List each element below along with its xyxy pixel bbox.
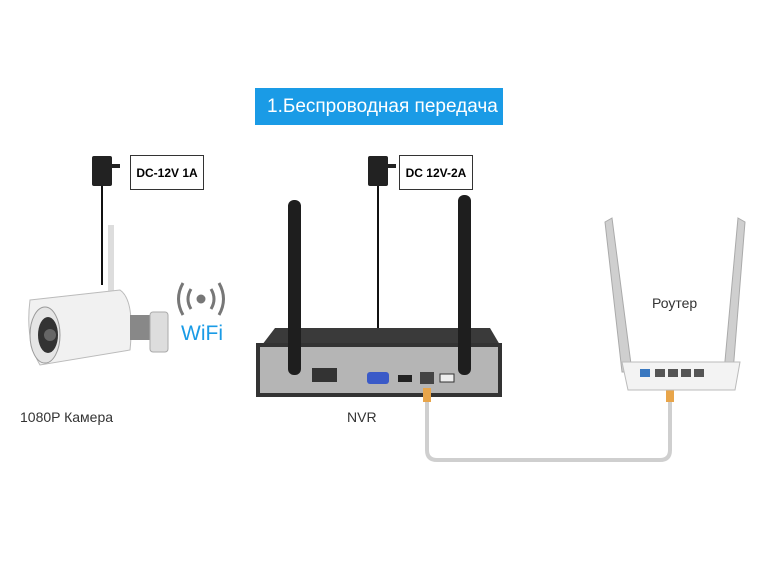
camera-icon [28,225,169,366]
nvr-icon [256,195,502,397]
camera-label: 1080P Камера [20,409,114,425]
router-label: Роутер [652,295,698,311]
camera-power-spec: DC-12V 1A [130,155,204,190]
nvr-label: NVR [347,409,377,425]
ethernet-cable [425,392,672,462]
wifi-signal-icon [177,282,225,316]
nvr-power-adapter-icon [368,156,396,332]
router-icon [604,217,746,391]
wifi-label: WiFi [181,322,223,345]
camera-power-adapter-icon [92,156,120,285]
section-title-banner: 1.Беспроводная передача [255,88,503,125]
nvr-power-spec: DC 12V-2A [399,155,473,190]
